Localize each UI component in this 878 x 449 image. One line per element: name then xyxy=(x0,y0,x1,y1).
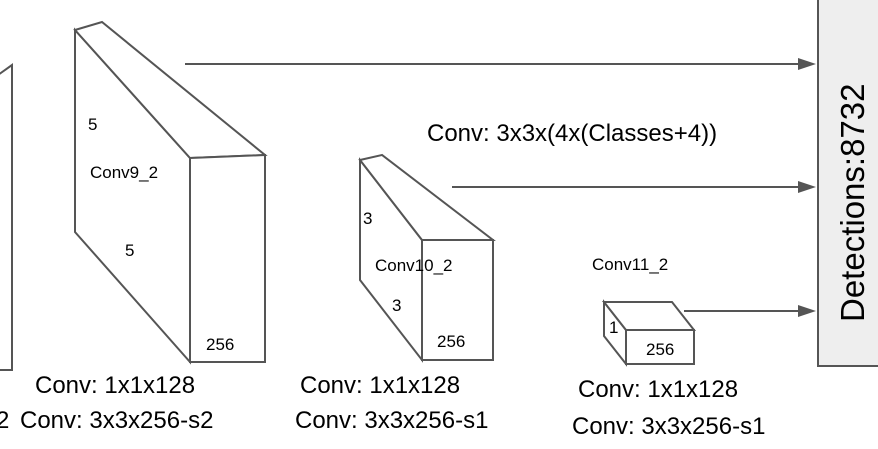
detections-panel xyxy=(817,0,878,367)
conv9-2-op1: Conv: 1x1x128 xyxy=(35,372,195,399)
conv9-2-op2: Conv: 3x3x256-s2 xyxy=(20,407,213,434)
arrow-conv11-2 xyxy=(684,305,816,317)
detections-label: Detections:8732 xyxy=(834,84,871,323)
previous-block-op-partial: 2 xyxy=(0,407,9,434)
conv11-2-op1: Conv: 1x1x128 xyxy=(578,376,738,403)
conv10-2-name: Conv10_2 xyxy=(375,256,453,275)
arrow-conv9-2 xyxy=(185,58,816,70)
conv11-2-dim-top: 1 xyxy=(609,318,618,337)
conv11-2-op2: Conv: 3x3x256-s1 xyxy=(572,413,765,440)
conv11-2-block xyxy=(601,299,697,367)
conv10-2-op2: Conv: 3x3x256-s1 xyxy=(295,407,488,434)
arrow-conv10-2 xyxy=(452,181,816,193)
conv9-2-block xyxy=(73,20,268,365)
conv11-2-channels: 256 xyxy=(646,340,674,359)
conv9-2-dim-top: 5 xyxy=(88,115,97,134)
conv9-2-name: Conv9_2 xyxy=(90,163,158,182)
conv10-2-dim-top: 3 xyxy=(363,209,372,228)
conv11-2-name: Conv11_2 xyxy=(592,255,668,274)
conv10-2-channels: 256 xyxy=(437,332,465,351)
conv10-2-dim-side: 3 xyxy=(392,296,401,315)
classifier-label: Conv: 3x3x(4x(Classes+4)) xyxy=(427,120,717,147)
conv9-2-right-face xyxy=(189,153,266,363)
conv10-2-right-face xyxy=(421,239,494,361)
conv10-2-op1: Conv: 1x1x128 xyxy=(300,372,460,399)
conv10-2-block xyxy=(358,153,496,363)
previous-block-partial xyxy=(0,63,13,371)
conv9-2-dim-side: 5 xyxy=(125,241,134,260)
conv9-2-channels: 256 xyxy=(206,335,234,354)
conv11-2-right-face xyxy=(625,329,695,365)
